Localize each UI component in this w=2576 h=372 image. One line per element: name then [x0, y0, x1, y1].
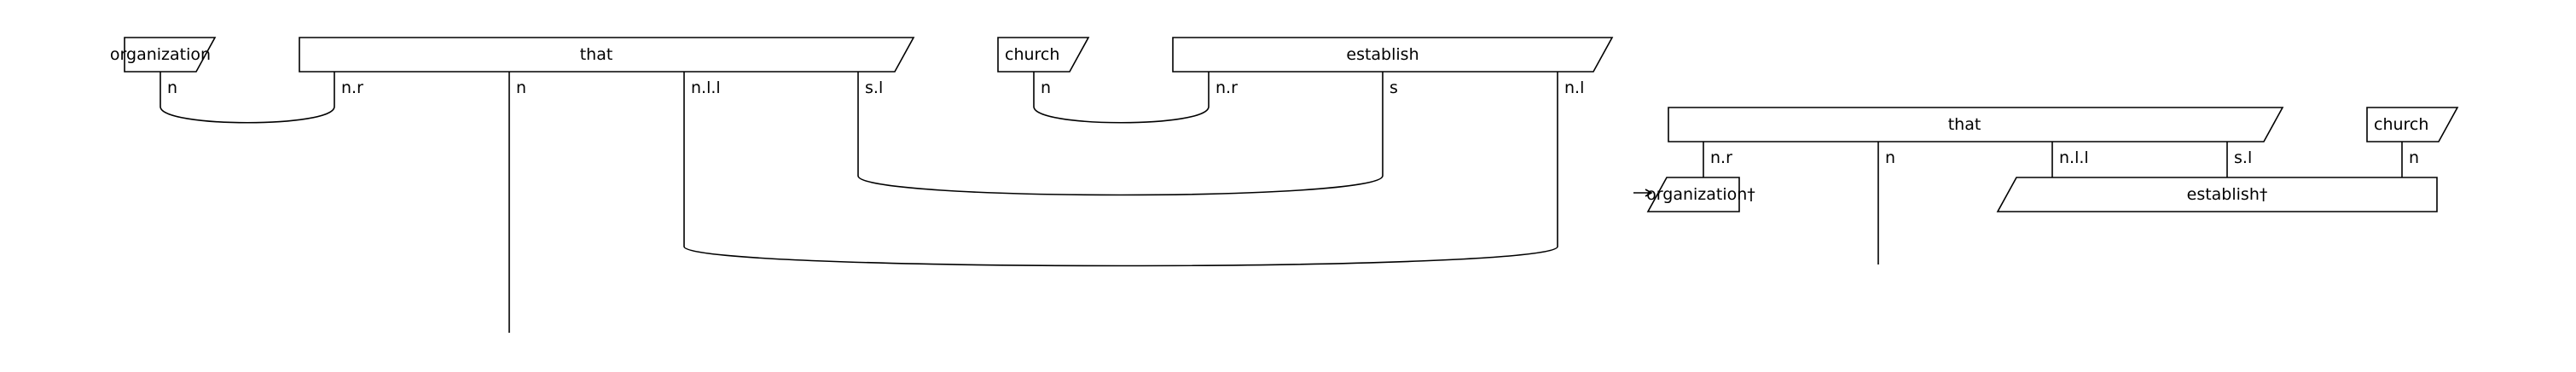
wire-label-that-n: n	[516, 78, 526, 97]
arrow-icon	[1633, 189, 1653, 197]
wire-label-establish-nr: n.r	[1215, 78, 1238, 97]
wire-label-that-sl: s.l	[865, 78, 883, 97]
label-organization-dagger: organization†	[1646, 185, 1755, 204]
right-diagram: that church organization† establish† n.r…	[1633, 107, 2459, 264]
label-that: that	[580, 45, 613, 64]
wire-label-that-nll: n.l.l	[691, 78, 721, 97]
wire-label-that-sl: s.l	[2234, 148, 2252, 167]
box-church	[997, 37, 1090, 73]
wire-label-establish-s: s	[1390, 78, 1398, 97]
wire-label-that-nr: n.r	[1710, 148, 1732, 167]
cup-church-establish	[1033, 72, 1210, 124]
cup-that-sl-establish-s	[857, 72, 1384, 196]
wire-label-that-nll: n.l.l	[2059, 148, 2089, 167]
wire-label-organization-n: n	[167, 78, 177, 97]
box-establish	[1172, 37, 1614, 73]
box-organization-dagger	[1646, 177, 1740, 212]
label-that: that	[1948, 115, 1981, 134]
box-establish-dagger	[1996, 177, 2438, 212]
left-diagram: organization that church establish n n.r…	[110, 37, 1614, 333]
label-establish-dagger: establish†	[2187, 185, 2268, 204]
box-church	[2366, 107, 2459, 142]
wire-label-that-nr: n.r	[341, 78, 363, 97]
cup-organization-that	[160, 72, 335, 124]
box-that	[1668, 107, 2284, 142]
label-organization: organization	[110, 45, 211, 64]
label-church: church	[2374, 115, 2428, 134]
wire-label-that-n: n	[1885, 148, 1895, 167]
box-that	[299, 37, 915, 73]
wire-label-establish-nl: n.l	[1564, 78, 1584, 97]
label-church: church	[1005, 45, 1059, 64]
wire-label-church-n: n	[2409, 148, 2419, 167]
cup-that-nll-establish-nl	[683, 72, 1558, 267]
wire-label-church-n: n	[1041, 78, 1051, 97]
label-establish: establish	[1346, 45, 1419, 64]
box-organization	[124, 37, 217, 73]
